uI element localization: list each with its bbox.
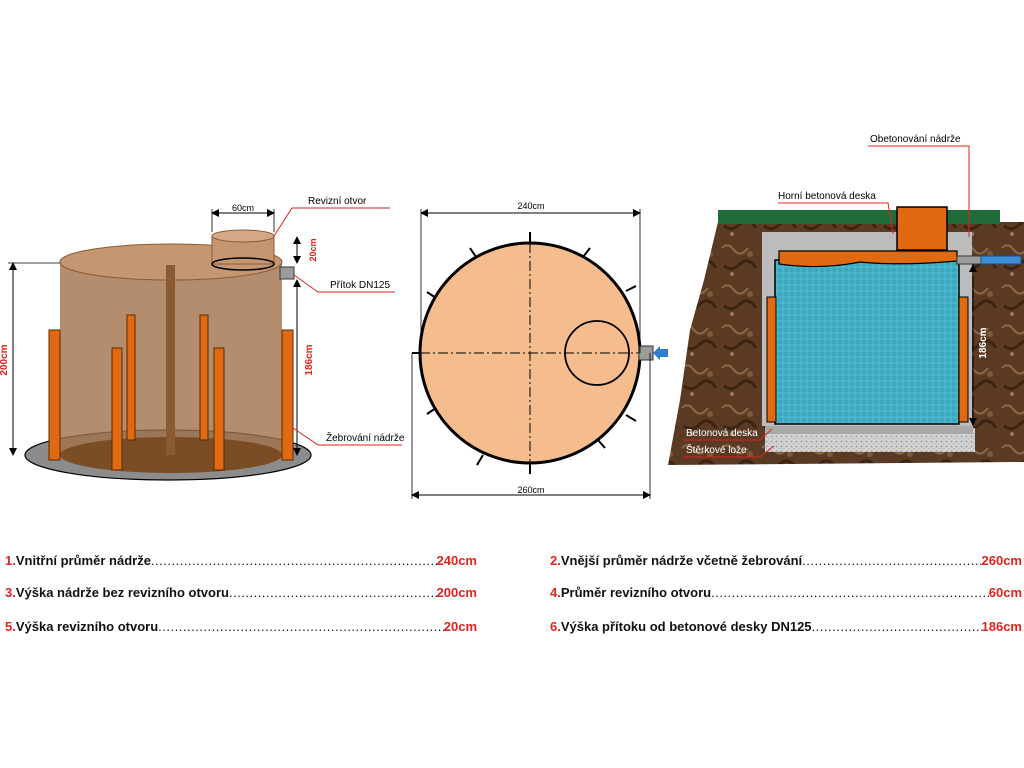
spec-number: 5. <box>5 619 16 634</box>
spec-dots <box>229 585 437 600</box>
section-view: 186cm Obetonování nádrže Horní betonová … <box>668 134 1024 465</box>
callout-line <box>683 445 775 458</box>
spec-dots <box>812 619 982 634</box>
rib <box>48 329 61 461</box>
spec-row: 3. Výška nádrže bez revizního otvoru 200… <box>5 585 477 605</box>
tank-water <box>774 259 960 425</box>
callout-sterkove-loze: Štěrkové lože <box>686 443 747 456</box>
callout-line <box>293 274 395 293</box>
top-inspection-opening <box>564 320 630 386</box>
top-inlet-pipe <box>638 345 654 361</box>
section-inlet-pipe-grey <box>956 255 982 265</box>
side-height-label: 200cm <box>0 344 10 375</box>
spec-number: 4. <box>550 585 561 600</box>
top-inlet-arrow <box>653 346 668 360</box>
side-view: 60cm 20cm 200cm 186cm Revizní otvor Přít… <box>0 196 405 481</box>
side-inlet-pipe <box>279 266 295 280</box>
rib <box>126 314 136 441</box>
spec-row: 6. Výška přítoku od betonové desky DN125… <box>550 619 1022 639</box>
section-rib-right <box>958 296 969 423</box>
side-inspection-top <box>211 229 275 243</box>
side-inspection-bottom <box>211 257 275 271</box>
spec-dots <box>711 585 989 600</box>
section-rib-left <box>766 296 777 423</box>
rib <box>281 329 294 461</box>
spec-dots <box>802 553 981 568</box>
spec-number: 2. <box>550 553 561 568</box>
concrete-base <box>765 425 973 434</box>
spec-value: 240cm <box>436 553 477 568</box>
callout-line <box>273 207 390 237</box>
rib <box>111 347 123 471</box>
top-concrete-slab <box>778 250 958 268</box>
spec-value: 200cm <box>436 585 477 600</box>
callout-pritok: Přítok DN125 <box>330 280 390 291</box>
side-center-pipe <box>166 265 175 455</box>
top-ribs <box>412 232 637 474</box>
side-inlet-height-label: 186cm <box>304 344 315 375</box>
callout-line <box>778 202 894 235</box>
spec-label: Vnější průměr nádrže včetně žebrování <box>560 553 803 568</box>
spec-label: Vnitřní průměr nádrže <box>15 553 151 568</box>
spec-label: Výška přítoku od betonové desky DN125 <box>560 619 812 634</box>
spec-row: 2. Vnější průměr nádrže včetně žebrování… <box>550 553 1022 573</box>
spec-number: 6. <box>550 619 561 634</box>
spec-label: Výška nádrže bez revizního otvoru <box>15 585 229 600</box>
spec-value: 60cm <box>988 585 1022 600</box>
spec-value: 186cm <box>981 619 1022 634</box>
grass-strip <box>718 210 1000 224</box>
top-view: 240cm 260cm <box>411 201 668 499</box>
spec-label: Výška revizního otvoru <box>15 619 159 634</box>
spec-dots <box>151 553 437 568</box>
top-inner-diameter-label: 240cm <box>517 201 544 211</box>
callout-zebrovani: Žebrování nádrže <box>326 431 405 444</box>
side-opening-width-label: 60cm <box>232 203 254 213</box>
rib <box>213 347 225 471</box>
spec-number: 3. <box>5 585 16 600</box>
section-inlet-pipe-blue <box>980 255 1022 265</box>
spec-row: 4. Průměr revizního otvoru 60cm <box>550 585 1022 605</box>
callout-revizni-otvor: Revizní otvor <box>308 196 367 207</box>
spec-row: 1. Vnitřní průměr nádrže 240cm <box>5 553 477 573</box>
rib <box>199 314 209 441</box>
spec-dots <box>158 619 444 634</box>
top-outer-diameter-label: 260cm <box>517 485 544 495</box>
section-inspection-shaft <box>896 206 948 251</box>
section-inlet-height-label: 186cm <box>978 327 989 358</box>
callout-obetonovani: Obetonování nádrže <box>870 134 961 145</box>
callout-horni-deska: Horní betonová deska <box>778 191 876 202</box>
callout-line <box>292 427 402 446</box>
spec-number: 1. <box>5 553 16 568</box>
spec-label: Průměr revizního otvoru <box>560 585 712 600</box>
spec-row: 5. Výška revizního otvoru 20cm <box>5 619 477 639</box>
callout-line <box>868 145 970 237</box>
side-opening-height-label: 20cm <box>308 238 318 261</box>
spec-value: 260cm <box>981 553 1022 568</box>
side-ribs <box>48 314 294 471</box>
callout-betonova-deska: Betonová deska <box>686 428 758 439</box>
spec-value: 20cm <box>443 619 477 634</box>
callout-line <box>683 428 773 441</box>
